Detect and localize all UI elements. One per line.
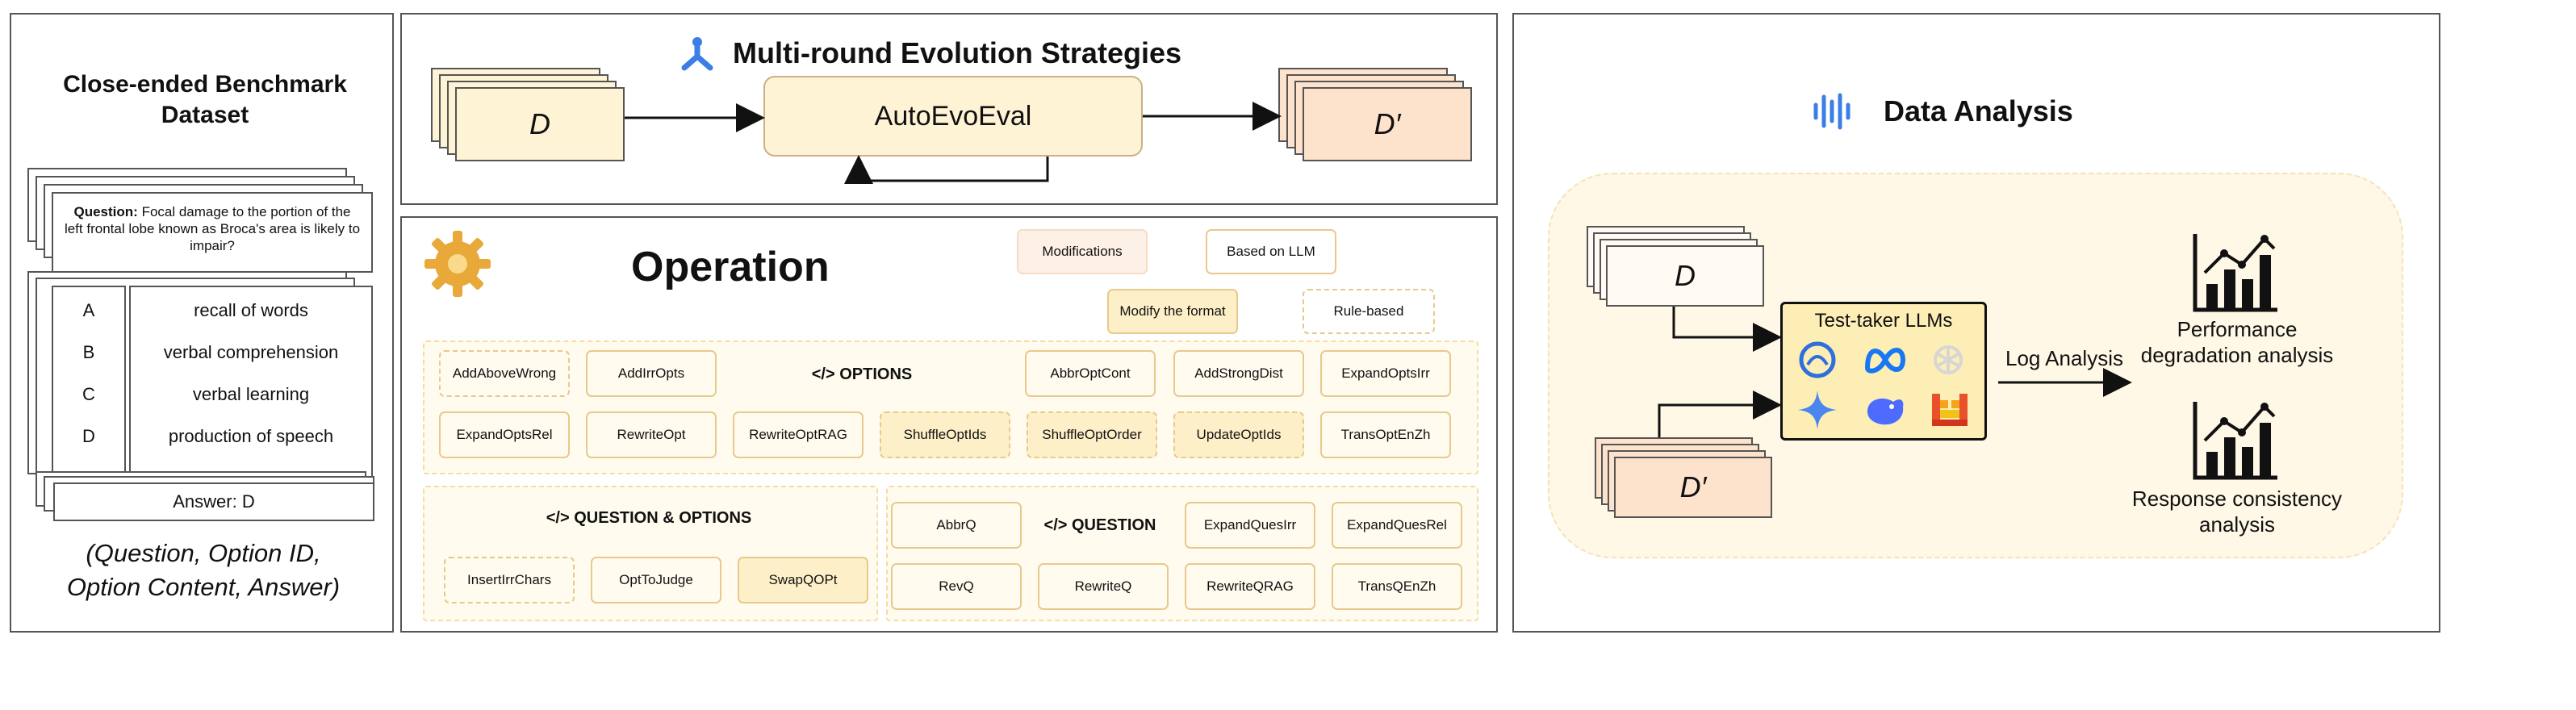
log-analysis-label: Log Analysis — [2005, 345, 2123, 370]
op-abbr-q: AbbrQ — [891, 502, 1022, 549]
op-rewrite-q-rag: RewriteQRAG — [1185, 563, 1315, 610]
arrow-dprime-to-llms — [1658, 390, 1782, 437]
response-line-1: Response consistency — [2131, 486, 2343, 511]
op-rewrite-q: RewriteQ — [1038, 563, 1169, 610]
option-id-b: B — [82, 342, 95, 362]
operation-title: Operation — [631, 244, 830, 290]
output-dataset-dprime: D′ — [1303, 87, 1472, 161]
op-expand-opts-irr: ExpandOptsIrr — [1320, 350, 1451, 397]
llm-logo-gemini-icon — [1796, 389, 1838, 431]
op-rewrite-opt-rag: RewriteOptRAG — [733, 411, 864, 458]
op-opt-to-judge: OptToJudge — [591, 557, 721, 604]
autoevoeval-box: AutoEvoEval — [763, 76, 1143, 157]
test-taker-llms-title: Test-taker LLMs — [1814, 310, 1953, 332]
op-update-opt-ids: UpdateOptIds — [1173, 411, 1304, 458]
response-line-2: analysis — [2199, 512, 2275, 537]
evolution-panel: Multi-round Evolution Strategies D AutoE… — [400, 13, 1498, 205]
input-dataset-d: D — [455, 87, 625, 161]
option-content-column — [129, 286, 373, 481]
analysis-dataset-d: D — [1606, 245, 1764, 307]
option-content-a: recall of words — [194, 300, 308, 320]
arrow-d-to-llms — [1672, 307, 1782, 352]
benchmark-panel: Close-ended Benchmark Dataset Question: … — [10, 13, 394, 633]
performance-line-2: degradation analysis — [2140, 342, 2334, 367]
option-content-d: production of speech — [168, 426, 334, 446]
performance-chart-icon — [2190, 231, 2281, 315]
audio-wave-icon — [1811, 90, 1853, 132]
op-shuffle-opt-ids: ShuffleOptIds — [880, 411, 1010, 458]
question-label: Question: — [73, 204, 138, 219]
option-content-b: verbal comprehension — [163, 342, 339, 362]
question-header: </> QUESTION — [1043, 516, 1156, 534]
response-chart-icon — [2190, 399, 2281, 482]
evolution-title: Multi-round Evolution Strategies — [733, 36, 1181, 69]
analysis-arrows — [1658, 307, 2132, 437]
tool-icon — [676, 34, 718, 73]
llm-logo-internlm-icon — [1796, 340, 1838, 379]
llm-logo-openai-icon — [1927, 340, 1969, 379]
op-abbr-opt-cont: AbbrOptCont — [1025, 350, 1156, 397]
gear-icon — [423, 229, 492, 299]
op-shuffle-opt-order: ShuffleOptOrder — [1027, 411, 1157, 458]
loop-arrow — [844, 155, 1049, 184]
op-rev-q: RevQ — [891, 563, 1022, 610]
legend-modify-format: Modify the format — [1107, 289, 1238, 334]
operation-panel: Operation Modifications Based on LLM Mod… — [400, 216, 1498, 633]
performance-line-1: Performance — [2177, 316, 2298, 341]
evolution-arrows — [625, 102, 1282, 184]
op-expand-opts-rel: ExpandOptsRel — [439, 411, 570, 458]
analysis-title: Data Analysis — [1884, 94, 2073, 127]
analysis-panel: Data Analysis D D′ Test-taker LLMs — [1512, 13, 2440, 633]
format-line-1: (Question, Option ID, — [86, 539, 321, 567]
op-add-irr-opts: AddIrrOpts — [586, 350, 717, 397]
op-add-strong-dist: AddStrongDist — [1173, 350, 1304, 397]
legend-based-on-llm: Based on LLM — [1206, 229, 1336, 274]
format-line-2: Option Content, Answer) — [66, 573, 341, 601]
op-add-above-wrong: AddAboveWrong — [439, 350, 570, 397]
analysis-dataset-dprime: D′ — [1614, 457, 1772, 518]
op-rewrite-opt: RewriteOpt — [586, 411, 717, 458]
op-insert-irr-chars: InsertIrrChars — [444, 557, 575, 604]
options-header: </> OPTIONS — [811, 365, 913, 383]
option-id-d: D — [82, 426, 95, 446]
llm-logo-meta-icon — [1863, 340, 1908, 379]
legend-modifications: Modifications — [1017, 229, 1148, 274]
op-trans-opt-en-zh: TransOptEnZh — [1320, 411, 1451, 458]
llm-logo-deepseek-icon — [1863, 389, 1908, 431]
op-expand-ques-irr: ExpandQuesIrr — [1185, 502, 1315, 549]
op-expand-ques-rel: ExpandQuesRel — [1332, 502, 1462, 549]
benchmark-title: Close-ended Benchmark Dataset — [63, 71, 347, 128]
question-text: Focal damage to the portion of the left … — [64, 204, 361, 253]
question-card: Question: Focal damage to the portion of… — [52, 192, 373, 273]
option-id-a: A — [82, 300, 95, 320]
op-trans-q-en-zh: TransQEnZh — [1332, 563, 1462, 610]
legend-rule-based: Rule-based — [1303, 289, 1435, 334]
option-id-c: C — [82, 384, 95, 404]
answer-card: Answer: D — [53, 482, 374, 521]
op-swap-qopt: SwapQOPt — [738, 557, 868, 604]
option-content-c: verbal learning — [192, 384, 310, 404]
question-options-header: </> QUESTION & OPTIONS — [546, 508, 752, 527]
llm-logo-mistral-icon — [1929, 389, 1971, 431]
